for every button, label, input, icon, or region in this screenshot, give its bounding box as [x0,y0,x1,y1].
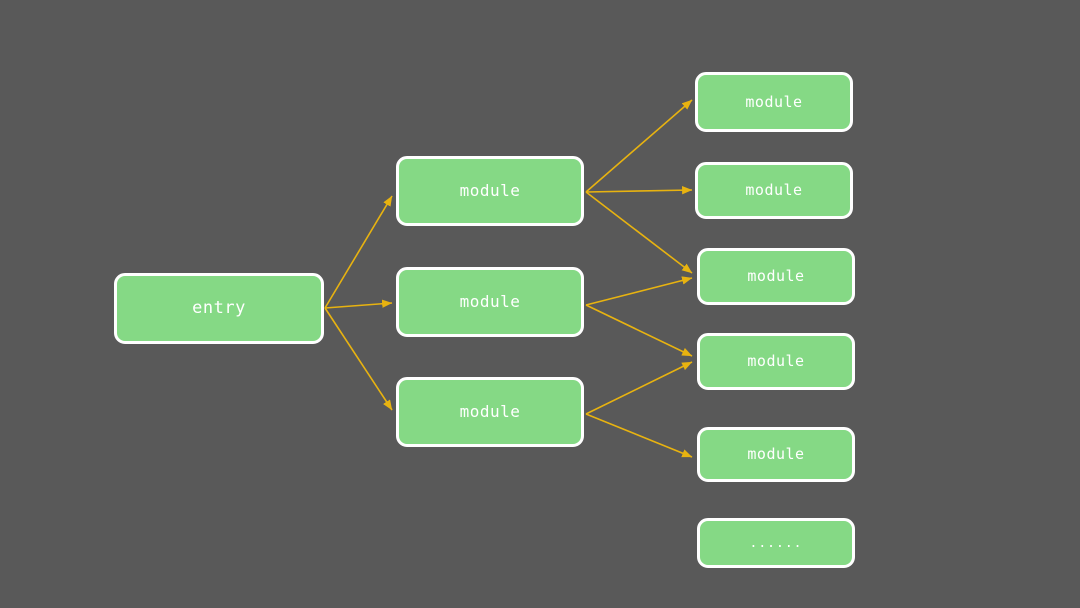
edge-mid-2-to-leaf-4 [585,304,693,357]
edge-mid-1-to-leaf-3 [585,191,693,274]
node-label: module [747,445,805,463]
node-label: module [747,352,805,370]
edge-mid-1-to-leaf-1 [585,99,693,193]
node-label: module [459,292,521,311]
node-label: module [745,92,803,111]
node-label: module [459,181,521,200]
edge-entry-to-mid-2 [324,299,393,309]
node-label: module [459,402,521,421]
node-leaf-4[interactable]: module [697,333,855,390]
edge-mid-3-to-leaf-4 [585,361,693,415]
edge-mid-3-to-leaf-5 [585,413,693,458]
node-mid-3[interactable]: module [396,377,584,447]
edge-mid-2-to-leaf-3 [585,276,693,306]
node-leaf-2[interactable]: module [695,162,853,219]
edge-mid-1-to-leaf-2 [585,186,693,195]
node-label: entry [192,298,246,318]
node-entry[interactable]: entry [114,273,324,344]
node-label: ...... [749,535,803,551]
node-label: module [747,267,805,285]
node-leaf-5[interactable]: module [697,427,855,482]
node-leaf-1[interactable]: module [695,72,853,132]
node-label: module [745,181,803,199]
node-mid-1[interactable]: module [396,156,584,226]
edge-entry-to-mid-3 [324,307,393,411]
node-leaf-3[interactable]: module [697,248,855,305]
node-mid-2[interactable]: module [396,267,584,337]
node-leaf-6[interactable]: ...... [697,518,855,568]
edge-entry-to-mid-1 [324,195,393,309]
